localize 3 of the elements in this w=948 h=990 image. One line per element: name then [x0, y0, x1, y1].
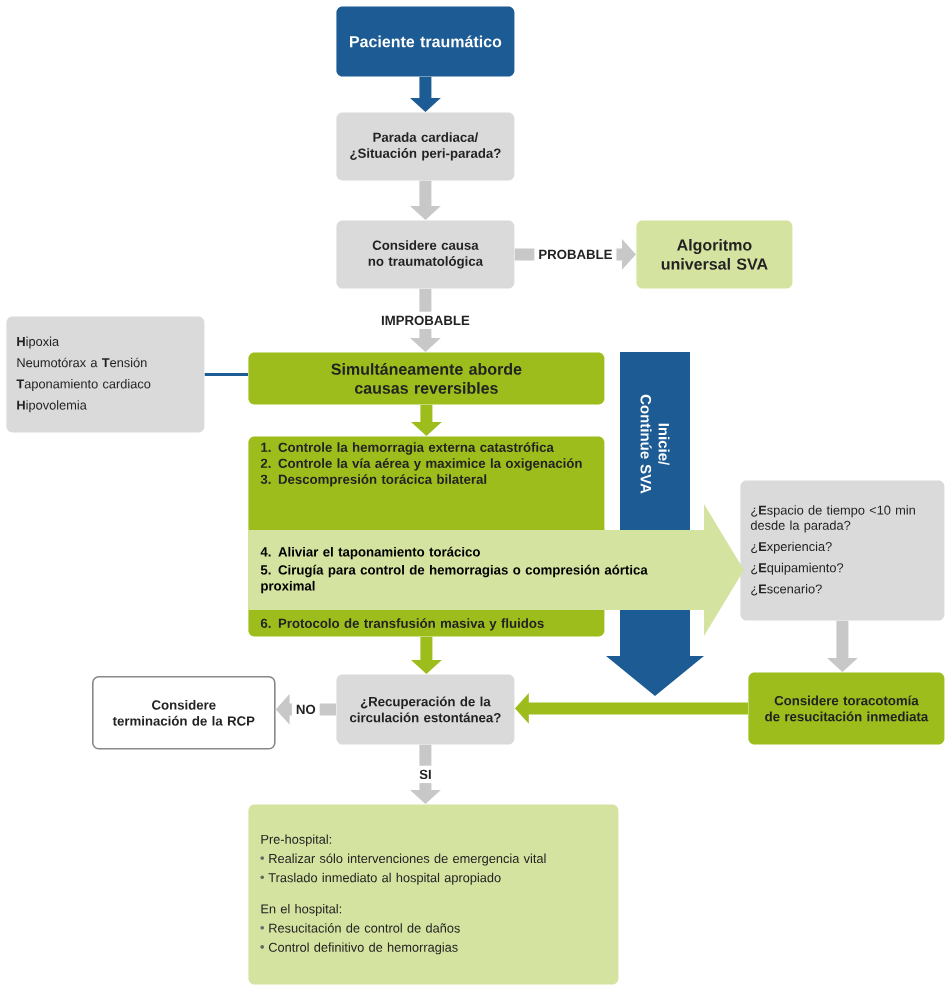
action-box: Simultáneamente aborde causas reversibles [248, 352, 605, 405]
outcome-box: Algoritmo universal SVA [636, 220, 793, 289]
start-box: Paciente traumático [336, 6, 515, 77]
